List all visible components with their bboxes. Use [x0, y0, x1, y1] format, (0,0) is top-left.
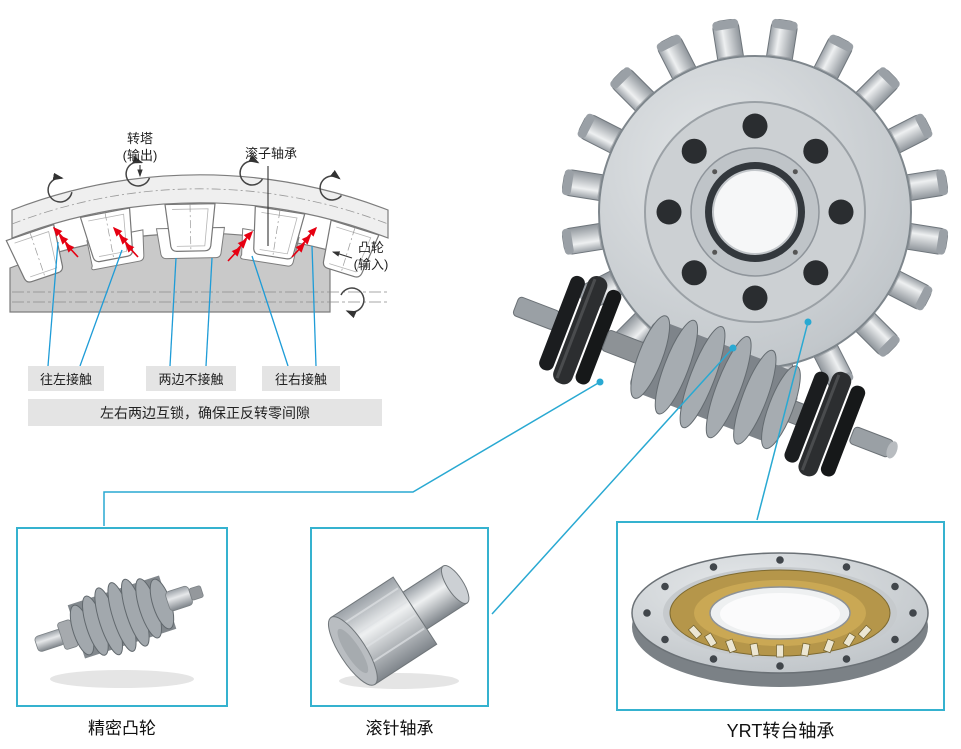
connector-precision-cam: [103, 381, 601, 526]
yrt-bearing-image: [631, 552, 929, 687]
contact-none-tag: 两边不接触: [146, 366, 236, 391]
connector-yrt-bearing: [756, 321, 809, 521]
tag-leader-lines: [47, 241, 317, 367]
yrt-bearing-label: YRT转台轴承: [726, 721, 835, 741]
turret-output-label: 转塔 (输出): [122, 131, 158, 163]
product-box-precision-cam: [16, 527, 228, 707]
contact-left-tag: 往左接触: [28, 366, 104, 391]
interlock-caption: 左右两边互锁，确保正反转零间隙: [28, 399, 382, 426]
cam-shaft-assembly: [512, 275, 898, 477]
roller-bearing-label: 滚子轴承: [244, 146, 297, 161]
needle-bearing-image: [328, 565, 470, 689]
bolt-holes: [656, 113, 854, 311]
needle-bearing-label: 滚针轴承: [365, 719, 434, 738]
precision-cam-label: 精密凸轮: [88, 719, 156, 738]
product-box-yrt-bearing: [616, 521, 945, 711]
connector-lines: [103, 318, 812, 615]
roller-follower: [164, 203, 217, 253]
turret-cam-schematic: [5, 160, 389, 367]
product-box-needle-bearing: [310, 527, 489, 707]
cam-input-label: 凸轮 (输入): [353, 240, 389, 272]
globoidal-cam-discs: [630, 315, 801, 450]
cam-label-arrow: [331, 251, 353, 259]
yrt-cage-rollers: [687, 624, 873, 658]
turret-band: [11, 174, 389, 239]
roller-gear-unit-photo: [512, 17, 950, 477]
yrt-bolt-holes: [643, 556, 917, 670]
turret-gear: [560, 17, 950, 407]
contact-force-arrows: [52, 226, 318, 262]
contact-right-tag: 往右接触: [262, 366, 340, 391]
connector-needle-bearing: [491, 347, 734, 615]
precision-cam-image: [34, 575, 204, 688]
